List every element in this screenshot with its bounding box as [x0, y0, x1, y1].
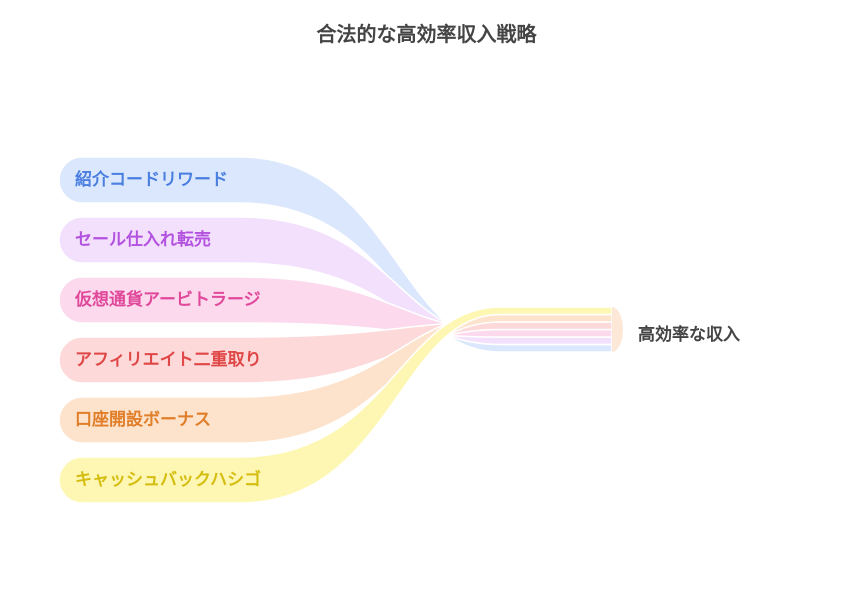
target-node-label: 高効率な収入	[638, 325, 740, 345]
target-node-cap	[612, 307, 623, 352]
source-node-label: 口座開設ボーナス	[75, 410, 211, 430]
source-node-label: セール仕入れ転売	[75, 230, 211, 250]
source-node-label: 仮想通貨アービトラージ	[75, 290, 261, 310]
source-node-label: 紹介コードリワード	[75, 170, 228, 190]
source-node-label: アフィリエイト二重取り	[75, 350, 262, 370]
source-node-label: キャッシュバックハシゴ	[75, 470, 262, 490]
flow-band	[58, 306, 613, 504]
diagram-title: 合法的な高効率収入戦略	[316, 22, 537, 46]
